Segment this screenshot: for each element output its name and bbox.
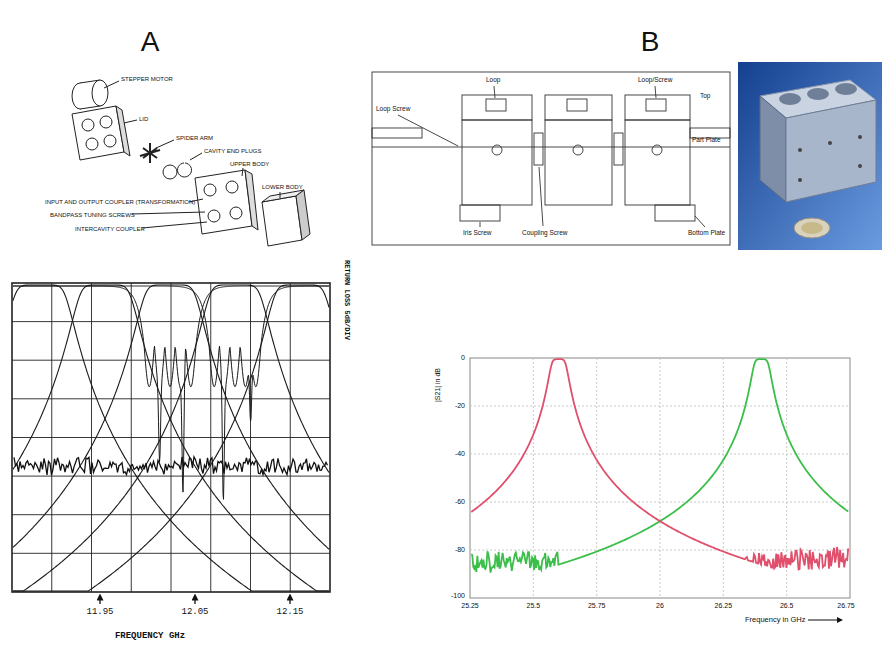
chart-grid	[470, 358, 850, 620]
axis-tick: 11.95	[86, 608, 113, 618]
part-label: LID	[139, 116, 148, 123]
axis-tick: -80	[455, 546, 465, 554]
transmission-trace	[13, 285, 329, 591]
part-label: Loop	[486, 76, 500, 83]
axis-tick: 0	[461, 354, 465, 362]
axis-tick: -60	[455, 498, 465, 506]
noise-trace	[14, 457, 328, 475]
axis-tick: -100	[451, 592, 465, 600]
part-label: LOWER BODY	[262, 184, 303, 191]
part-label: SPIDER ARM	[176, 135, 213, 142]
transmission-trace	[13, 285, 329, 591]
part-label: INTERCAVITY COUPLER	[75, 226, 145, 233]
part-label: Bottom Plate	[688, 229, 725, 236]
part-label: Loop Screw	[376, 105, 410, 112]
part-label: CAVITY END PLUGS	[204, 148, 261, 155]
axis-tick: -20	[455, 402, 465, 410]
axis-title: Frequency in GHz	[745, 616, 805, 624]
axis-tick: -40	[455, 450, 465, 458]
return-loss-trace	[13, 286, 329, 492]
axis-tick: 25.5	[526, 602, 540, 610]
axis-tick: 26.25	[715, 602, 733, 610]
axis-tick: 12.15	[276, 608, 303, 618]
part-label: INPUT AND OUTPUT COUPLER (TRANSFORMATION…	[45, 199, 195, 206]
axis-tick: 25.25	[461, 602, 479, 610]
exploded-view	[72, 80, 310, 246]
axis-title: |S21| in dB	[434, 368, 442, 402]
axis-title: FREQUENCY GHz	[115, 632, 185, 642]
axis-tick: 26	[656, 602, 664, 610]
panel-letter: A	[141, 27, 160, 58]
part-label: Loop/Screw	[638, 76, 672, 83]
s21-trace	[471, 359, 848, 572]
s21-trace	[471, 359, 848, 569]
part-label: UPPER BODY	[230, 161, 269, 168]
part-label: BANDPASS TUNING SCREWS	[50, 212, 135, 219]
chart-grid	[12, 283, 330, 604]
part-label: STEPPER MOTOR	[121, 76, 173, 83]
part-label: Iris Screw	[463, 229, 492, 236]
part-label: Coupling Screw	[522, 229, 568, 236]
return-loss-trace	[13, 286, 329, 499]
axis-tick: 12.05	[181, 608, 208, 618]
axis-tick: 26.5	[780, 602, 794, 610]
transmission-trace	[13, 285, 329, 591]
device-photo	[738, 62, 882, 250]
axis-tick: 25.75	[588, 602, 606, 610]
axis-tick: 26.75	[837, 602, 855, 610]
part-label: Top	[700, 92, 710, 99]
panel-letter: B	[641, 27, 660, 58]
transmission-trace	[13, 285, 329, 591]
filter-schematic	[372, 72, 730, 245]
axis-title: RETURN LOSS 5dB/DIV	[342, 260, 350, 340]
part-label: Part Plate	[692, 136, 721, 143]
